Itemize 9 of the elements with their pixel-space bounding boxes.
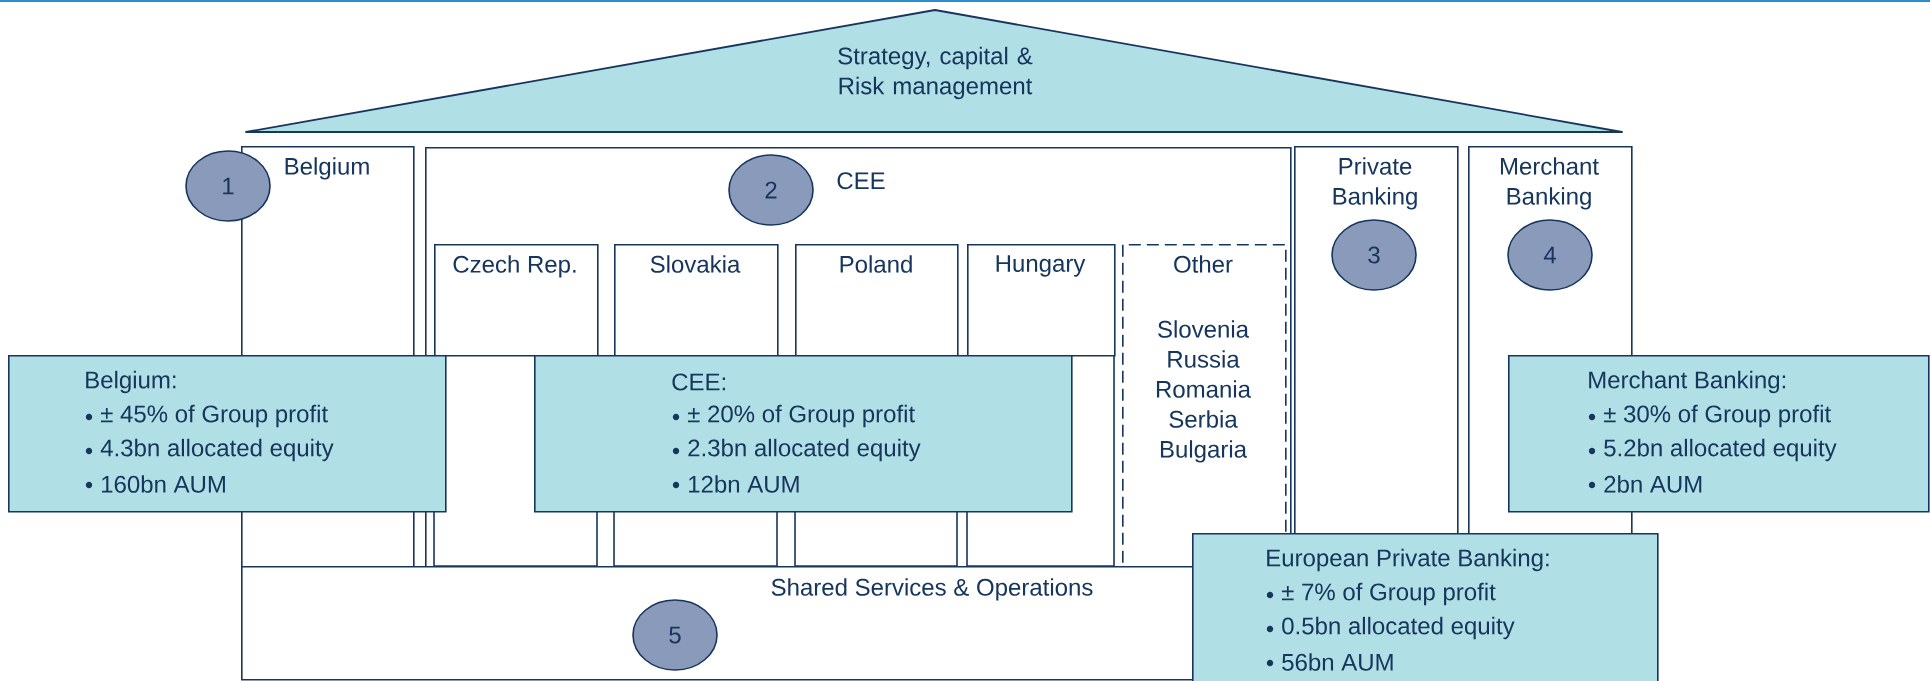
column-box: Czech Rep.	[434, 244, 599, 357]
info-box: Belgium: ± 45% of Group profit 4.3bn allocated equity 160bn AUM	[8, 355, 447, 513]
column-box: Slovakia	[614, 244, 779, 357]
roof-triangle: Strategy, capital & Risk management	[245, 9, 1623, 133]
info-box: CEE: ± 20% of Group profit 2.3bn allocated equity 12bn AUM	[534, 355, 1073, 513]
info-box: Merchant Banking: ± 30% of Group profit 5.2bn allocated equity 2bn AUM	[1508, 355, 1930, 513]
info-box: European Private Banking: ± 7% of Group profit 0.5bn allocated equity 56bn AUM	[1192, 533, 1659, 681]
column-box: Poland	[795, 244, 959, 357]
column-box: Hungary	[967, 244, 1116, 357]
